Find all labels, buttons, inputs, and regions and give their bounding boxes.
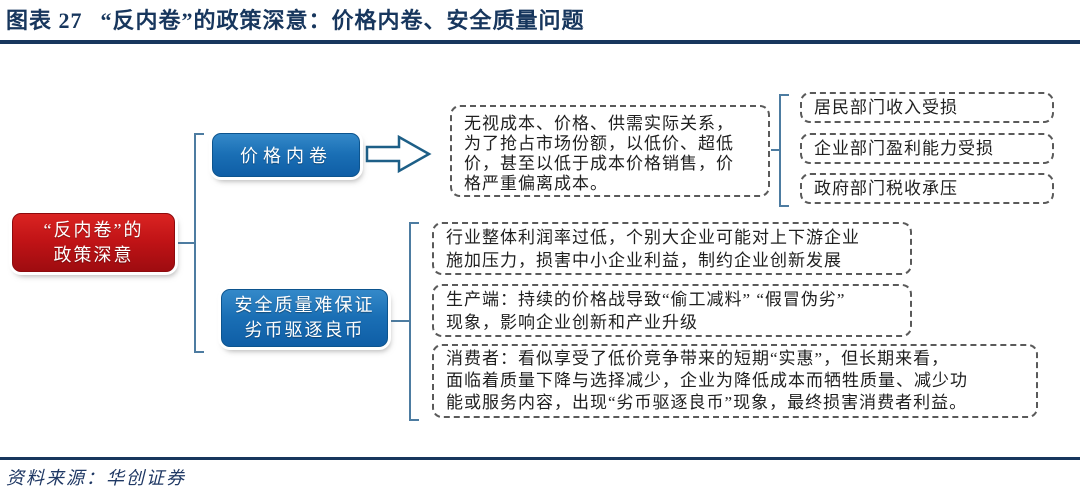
- branch-node-safety-quality: 安全质量难保证 劣币驱逐良币: [221, 289, 388, 347]
- figure-title: “反内卷”的政策深意：价格内卷、安全质量问题: [100, 8, 585, 33]
- quality-detail-box-consumers: 消费者：看似享受了低价竞争带来的短期“实惠”，但长期来看， 面临着质量下降与选择…: [432, 344, 1038, 418]
- block-arrow-right-icon: [365, 134, 432, 174]
- impact-box-enterprises: 企业部门盈利能力受损: [800, 133, 1054, 164]
- root-node-line1: “反内卷”的: [43, 219, 144, 240]
- quality-detail-box-industry: 行业整体利润率过低，个别大企业可能对上下游企业 施加压力，损害中小企业利益，制约…: [432, 222, 912, 275]
- root-node-line2: 政策深意: [53, 244, 134, 265]
- impact-box-residents: 居民部门收入受损: [800, 92, 1054, 123]
- figure-label: 图表 27: [6, 8, 83, 33]
- figure-title-row: 图表 27 “反内卷”的政策深意：价格内卷、安全质量问题: [6, 3, 585, 35]
- branch-price-label: 价格内卷: [240, 146, 332, 166]
- bracket-quality-to-details: [390, 222, 419, 421]
- title-divider: [0, 40, 1080, 44]
- impact-box-government: 政府部门税收承压: [800, 173, 1054, 204]
- branch-quality-label-line2: 劣币驱逐良币: [244, 320, 365, 340]
- root-node-policy-intent: “反内卷”的 政策深意: [12, 213, 175, 272]
- bracket-price-to-impacts: [771, 94, 789, 207]
- source-note: 资料来源：华创证券: [6, 468, 186, 488]
- branch-node-price-involution: 价格内卷: [212, 133, 360, 177]
- branch-quality-label-line1: 安全质量难保证: [234, 295, 375, 315]
- footer-divider: [0, 457, 1080, 460]
- price-description-box: 无视成本、价格、供需实际关系， 为了抢占市场份额，以低价、超低 价，甚至以低于成…: [450, 105, 770, 197]
- bracket-root-to-branches: [176, 133, 204, 353]
- quality-detail-box-production: 生产端：持续的价格战导致“偷工减料” “假冒伪劣” 现象，影响企业创新和产业升级: [432, 284, 912, 337]
